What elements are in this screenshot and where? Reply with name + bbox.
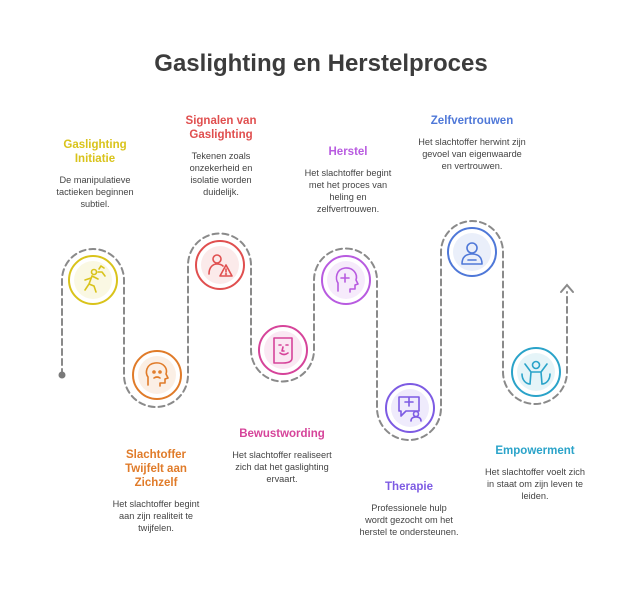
person-warning-icon (208, 254, 233, 277)
step-description-5: Het slachtoffer begint met het proces va… (304, 168, 392, 214)
start-dot (58, 371, 66, 379)
step-title-8: Empowerment (495, 445, 575, 457)
step-node-6 (385, 383, 435, 433)
step-node-4 (258, 325, 308, 375)
step-node-7 (447, 227, 497, 277)
step-title-3: Signalen van Gaslighting (185, 115, 257, 141)
step-title-1: Gaslighting Initiatie (63, 139, 127, 165)
step-node-1 (68, 255, 118, 305)
page-title: Gaslighting en Herstelproces (154, 50, 488, 77)
end-arrow-icon (560, 283, 574, 293)
step-title-4: Bewustwording (239, 428, 325, 440)
step-title-7: Zelfvertrouwen (430, 115, 514, 127)
head-plus-icon (335, 267, 359, 293)
empowered-person-icon (521, 360, 551, 385)
person-badge-icon (461, 242, 483, 265)
step-description-4: Het slachtoffer realiseert zich dat het … (232, 450, 332, 484)
step-title-6: Therapie (385, 481, 433, 493)
connector-path (58, 220, 574, 441)
step-node-3 (195, 240, 245, 290)
step-description-8: Het slachtoffer voelt zich in staat om z… (485, 467, 585, 501)
step-node-8 (511, 347, 561, 397)
step-title-5: Herstel (328, 146, 368, 158)
mirror-face-icon (273, 337, 293, 364)
step-description-2: Het slachtoffer begint aan zijn realitei… (112, 499, 200, 533)
step-title-2: Slachtoffer Twijfelt aan Zichzelf (125, 449, 187, 489)
step-description-7: Het slachtoffer herwint zijn gevoel van … (418, 137, 526, 171)
confused-head-icon (145, 362, 169, 387)
dashed-connector (61, 220, 568, 441)
running-person-icon (84, 265, 106, 293)
chat-person-icon (398, 396, 422, 422)
step-node-2 (132, 350, 182, 400)
step-description-6: Professionele hulp wordt gezocht om het … (359, 503, 459, 537)
step-node-5 (321, 255, 371, 305)
step-description-3: Tekenen zoals onzekerheid en isolatie wo… (189, 151, 253, 197)
step-description-1: De manipulatieve tactieken beginnen subt… (56, 175, 134, 209)
